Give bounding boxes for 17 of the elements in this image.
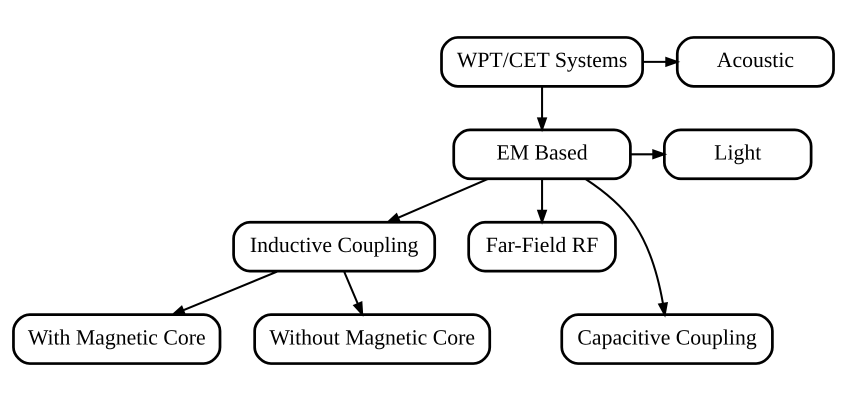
node-box: Far-Field RF bbox=[467, 220, 617, 273]
node-box: WPT/CET Systems bbox=[440, 36, 644, 88]
node-box: EM Based bbox=[452, 128, 632, 180]
node-box: Without Magnetic Core bbox=[253, 313, 492, 365]
node-box: With Magnetic Core bbox=[12, 313, 222, 365]
node-box: Acoustic bbox=[676, 36, 835, 88]
node-box: Light bbox=[663, 128, 812, 180]
node-box: Inductive Coupling bbox=[232, 220, 436, 273]
node-box: Capacitive Coupling bbox=[560, 313, 774, 365]
arrow bbox=[536, 179, 548, 225]
arrow bbox=[584, 178, 668, 318]
arrow bbox=[170, 270, 278, 316]
arrow bbox=[536, 86, 548, 132]
arrow bbox=[385, 178, 488, 224]
arrow bbox=[642, 56, 680, 68]
arrow bbox=[630, 149, 668, 160]
arrow bbox=[343, 271, 364, 317]
